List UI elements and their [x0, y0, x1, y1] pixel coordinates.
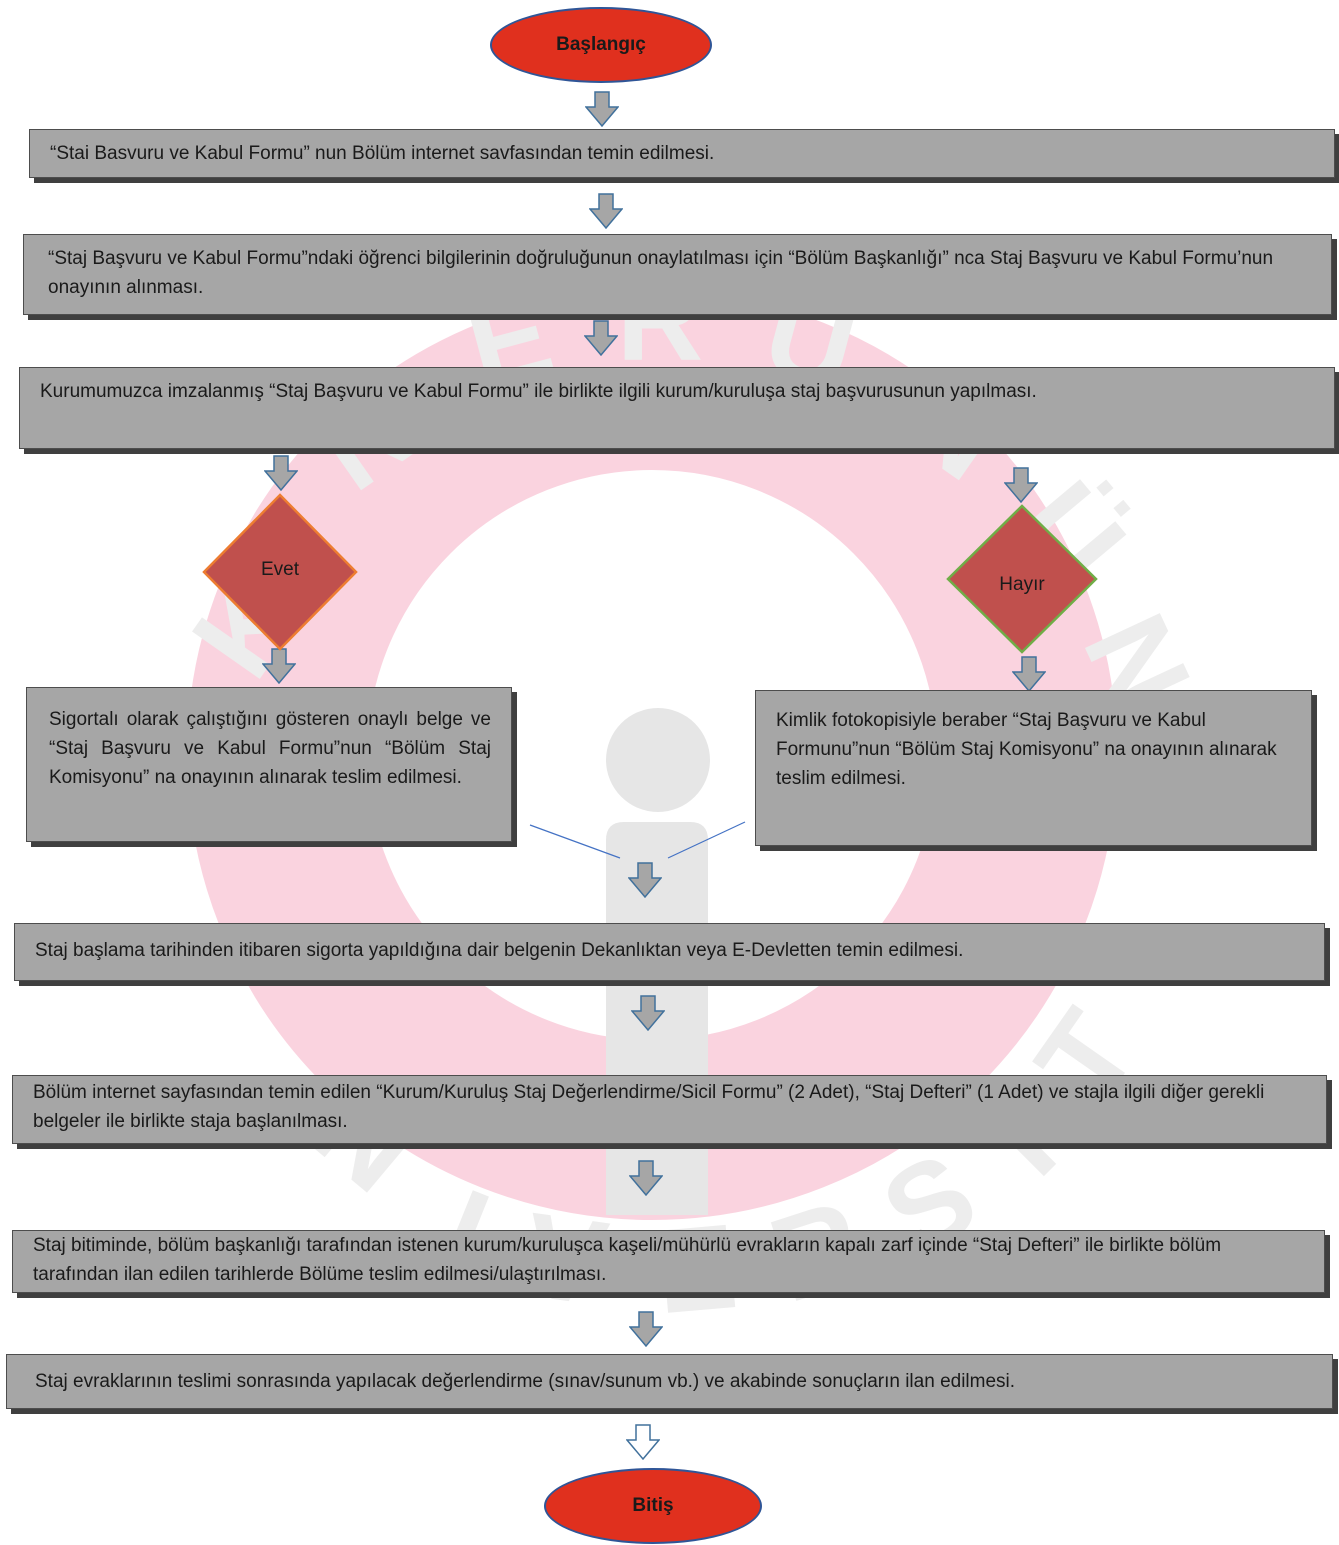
down-arrow-icon — [629, 1311, 663, 1347]
down-arrow-icon — [626, 1424, 660, 1460]
start-label: Başlangıç — [556, 34, 646, 55]
down-arrow-icon — [264, 455, 298, 491]
decision-no-label: Hayır — [999, 574, 1045, 595]
process-step-6: Staj bitiminde, bölüm başkanlığı tarafın… — [12, 1230, 1325, 1293]
down-arrow-icon — [262, 648, 296, 684]
down-arrow-icon — [584, 320, 618, 356]
process-step-2: “Staj Başvuru ve Kabul Formu”ndaki öğren… — [23, 234, 1332, 315]
process-step-1: “Stai Basvuru ve Kabul Formu” nun Bölüm … — [29, 129, 1335, 178]
branch-no-text: Kimlik fotokopisiyle beraber “Staj Başvu… — [776, 710, 1277, 789]
step-6-text: Staj bitiminde, bölüm başkanlığı tarafın… — [33, 1235, 1222, 1285]
end-terminal: Bitiş — [544, 1468, 762, 1544]
branch-yes-box: Sigortalı olarak çalıştığını gösteren on… — [26, 687, 512, 842]
decision-yes-label: Evet — [260, 559, 300, 580]
process-step-4: Staj başlama tarihinden itibaren sigorta… — [14, 923, 1325, 981]
process-step-5: Bölüm internet sayfasından temin edilen … — [12, 1075, 1327, 1144]
down-arrow-icon — [631, 995, 665, 1031]
step-5-text: Bölüm internet sayfasından temin edilen … — [33, 1082, 1265, 1132]
branch-no-box: Kimlik fotokopisiyle beraber “Staj Başvu… — [755, 690, 1312, 846]
step-2-text: “Staj Başvuru ve Kabul Formu”ndaki öğren… — [48, 248, 1274, 298]
start-terminal: Başlangıç — [490, 7, 712, 83]
connector-line-right — [667, 821, 746, 859]
down-arrow-icon — [1004, 467, 1038, 503]
process-step-3: Kurumumuzca imzalanmış “Staj Başvuru ve … — [19, 367, 1335, 449]
down-arrow-icon — [629, 1160, 663, 1196]
down-arrow-icon — [628, 862, 662, 898]
down-arrow-icon — [589, 193, 623, 229]
down-arrow-icon — [1012, 656, 1046, 692]
step-7-text: Staj evraklarının teslimi sonrasında yap… — [35, 1371, 1016, 1392]
branch-yes-text: Sigortalı olarak çalıştığını gösteren on… — [49, 709, 491, 788]
step-4-text: Staj başlama tarihinden itibaren sigorta… — [35, 940, 964, 961]
watermark-figure-head — [606, 708, 710, 812]
step-1-text: “Stai Basvuru ve Kabul Formu” nun Bölüm … — [50, 143, 715, 164]
connector-line-left — [529, 824, 621, 859]
step-3-text: Kurumumuzca imzalanmış “Staj Başvuru ve … — [40, 381, 1037, 402]
decision-yes: Evet — [202, 493, 358, 651]
end-label: Bitiş — [632, 1495, 674, 1516]
decision-no: Hayır — [946, 504, 1098, 654]
down-arrow-icon — [585, 91, 619, 127]
process-step-7: Staj evraklarının teslimi sonrasında yap… — [6, 1354, 1333, 1409]
